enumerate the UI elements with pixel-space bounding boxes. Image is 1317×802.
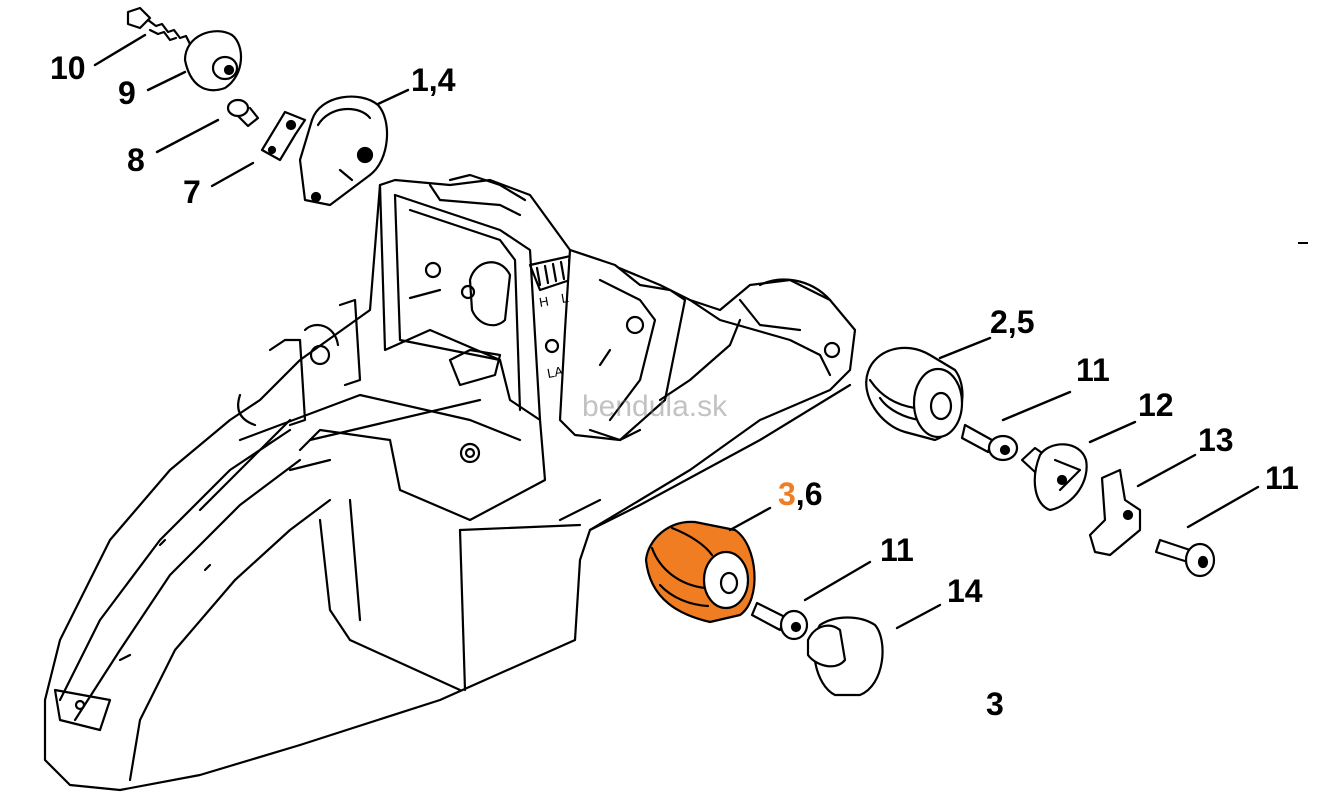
label-9: 9 [118,75,136,111]
part-7-plate [260,110,307,162]
watermark: bendula.sk [582,390,728,423]
part-13-hook [1088,468,1142,557]
part-3-6-buffer-highlighted [644,520,756,624]
part-10-screw-spring [126,6,192,46]
leader-lines [93,33,1260,630]
part-9-washer [183,30,243,92]
part-8-bolt [226,98,260,128]
label-11-c: 11 [880,532,914,568]
label-10: 10 [50,50,86,86]
crankcase-housing [43,173,857,792]
mark-l: L [560,290,570,306]
part-2-5-buffer [865,346,964,442]
edge-mark [1298,242,1308,244]
part-14-cap [806,616,884,697]
label-11-a: 11 [1076,352,1110,388]
part-1-4-cover [298,95,389,207]
label-7: 7 [183,174,201,210]
label-1-4: 1,4 [411,62,456,98]
part-11b-screw [1154,538,1216,578]
label-12: 12 [1138,387,1174,423]
label-13: 13 [1198,422,1234,458]
label-8: 8 [127,142,145,178]
label-11-b: 11 [1265,460,1299,496]
part-11c-screw [750,601,809,641]
mark-la: LA [546,363,565,381]
label-2-5: 2,5 [990,304,1035,340]
label-3: 3 [986,686,1004,722]
part-11a-screw [960,423,1019,462]
label-3-6: 3,6 [778,478,822,510]
label-14: 14 [947,573,983,609]
part-12-washer [1020,443,1088,512]
mark-h: H [538,294,550,310]
label-3-6-highlight: 3 [778,476,796,512]
housing-markings: H L LA [538,290,570,381]
label-3-6-rest: ,6 [795,476,823,512]
